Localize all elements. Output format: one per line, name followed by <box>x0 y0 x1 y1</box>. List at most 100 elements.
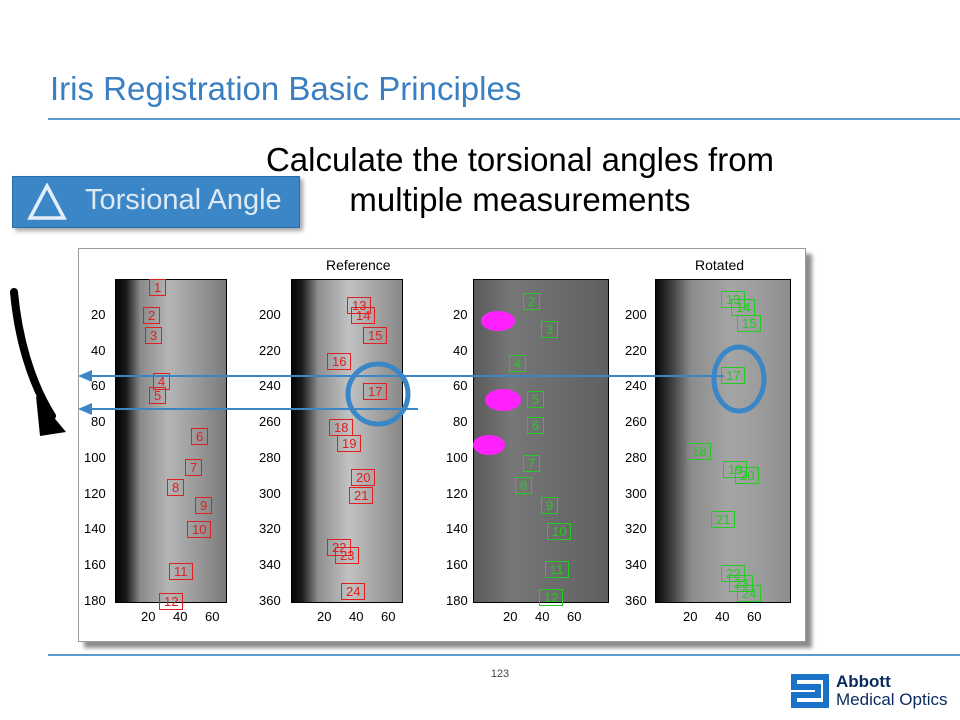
x-tick: 60 <box>567 609 582 624</box>
curved-arrow-icon <box>10 288 66 436</box>
logo-subtitle: Medical Optics <box>836 690 948 709</box>
x-tick: 60 <box>205 609 220 624</box>
y-tick: 200 <box>625 307 647 322</box>
feature-box: 15 <box>737 315 762 332</box>
bottom-rule <box>48 654 960 656</box>
x-tick: 40 <box>535 609 550 624</box>
feature-box: 9 <box>541 497 559 514</box>
x-tick: 40 <box>349 609 364 624</box>
y-tick: 360 <box>259 593 281 608</box>
feature-box: 11 <box>169 563 193 580</box>
y-tick: 160 <box>84 557 106 572</box>
feature-box: 15 <box>363 327 388 344</box>
reference-title: Reference <box>326 257 391 273</box>
y-tick: 100 <box>84 450 106 465</box>
feature-box: 18 <box>687 443 712 460</box>
badge-label: Torsional Angle <box>85 184 282 216</box>
reflection-blob <box>481 311 515 331</box>
feature-box: 3 <box>541 321 559 338</box>
feature-box: 21 <box>349 487 374 504</box>
y-tick: 260 <box>625 414 647 429</box>
y-tick: 80 <box>91 414 106 429</box>
feature-box: 13 <box>347 297 372 314</box>
feature-box: 8 <box>515 477 533 494</box>
slide-subtitle: Calculate the torsional angles from mult… <box>200 140 840 220</box>
feature-box: 21 <box>711 511 736 528</box>
feature-box: 6 <box>527 417 545 434</box>
y-tick: 300 <box>625 486 647 501</box>
x-tick: 60 <box>381 609 396 624</box>
rotated-title: Rotated <box>695 257 745 273</box>
y-tick: 180 <box>84 593 106 608</box>
y-tick: 340 <box>625 557 647 572</box>
y-tick: 220 <box>625 343 647 358</box>
feature-box: 7 <box>185 459 203 476</box>
y-tick: 240 <box>625 378 647 393</box>
feature-box: 8 <box>167 479 185 496</box>
reflection-blob <box>485 389 521 411</box>
feature-box: 20 <box>351 469 376 486</box>
feature-box: 11 <box>545 561 569 578</box>
y-tick: 40 <box>91 343 106 358</box>
feature-box: 24 <box>341 583 366 600</box>
feature-box: 2 <box>143 307 161 324</box>
torsional-angle-badge: Torsional Angle <box>12 176 300 228</box>
y-tick: 280 <box>259 450 281 465</box>
reflection-blob <box>473 435 505 455</box>
alignment-arrow-upper <box>78 370 724 382</box>
feature-box: 12 <box>159 593 184 610</box>
y-tick: 220 <box>259 343 281 358</box>
alignment-arrow-lower <box>78 403 418 415</box>
x-tick: 20 <box>683 609 698 624</box>
y-tick: 60 <box>453 378 468 393</box>
feature-box: 5 <box>527 391 545 408</box>
feature-box: 6 <box>191 428 209 445</box>
feature-box: 24 <box>737 585 762 602</box>
x-tick: 40 <box>715 609 730 624</box>
feature-box: 23 <box>335 547 360 564</box>
abbott-logo-icon <box>791 674 829 708</box>
feature-box: 19 <box>337 435 362 452</box>
logo-name: Abbott <box>836 672 891 691</box>
y-tick: 120 <box>84 486 106 501</box>
y-tick: 280 <box>625 450 647 465</box>
y-tick: 140 <box>446 521 468 536</box>
feature-box: 4 <box>509 355 527 372</box>
feature-box: 1 <box>149 279 167 296</box>
page-number: 123 <box>490 668 510 680</box>
highlight-circle <box>345 361 411 427</box>
x-tick: 40 <box>173 609 188 624</box>
figure-frame: Reference Rotated 20 40 60 80 100 120 14… <box>78 248 806 642</box>
x-tick: 60 <box>747 609 762 624</box>
highlight-circle <box>711 344 767 414</box>
feature-box: 16 <box>327 353 352 370</box>
y-tick: 20 <box>453 307 468 322</box>
feature-box: 14 <box>731 299 756 316</box>
feature-box: 5 <box>149 387 167 404</box>
y-tick: 360 <box>625 593 647 608</box>
feature-box: 14 <box>351 307 376 324</box>
feature-box: 10 <box>187 521 212 538</box>
subtitle-line-2: multiple measurements <box>349 181 691 218</box>
title-rule <box>48 118 960 120</box>
y-tick: 100 <box>446 450 468 465</box>
y-tick: 320 <box>259 521 281 536</box>
x-tick: 20 <box>317 609 332 624</box>
feature-box: 2 <box>523 293 541 310</box>
y-tick: 120 <box>446 486 468 501</box>
y-tick: 160 <box>446 557 468 572</box>
y-tick: 40 <box>453 343 468 358</box>
y-tick: 300 <box>259 486 281 501</box>
feature-box: 3 <box>145 327 163 344</box>
y-tick: 20 <box>91 307 106 322</box>
x-tick: 20 <box>141 609 156 624</box>
slide-title: Iris Registration Basic Principles <box>50 70 522 107</box>
delta-triangle-icon <box>27 183 67 220</box>
iris-image-4 <box>655 279 791 603</box>
feature-box: 10 <box>547 523 572 540</box>
y-tick: 200 <box>259 307 281 322</box>
y-tick: 180 <box>446 593 468 608</box>
feature-box: 9 <box>195 497 213 514</box>
iris-image-1 <box>115 279 227 603</box>
feature-box: 7 <box>523 455 541 472</box>
